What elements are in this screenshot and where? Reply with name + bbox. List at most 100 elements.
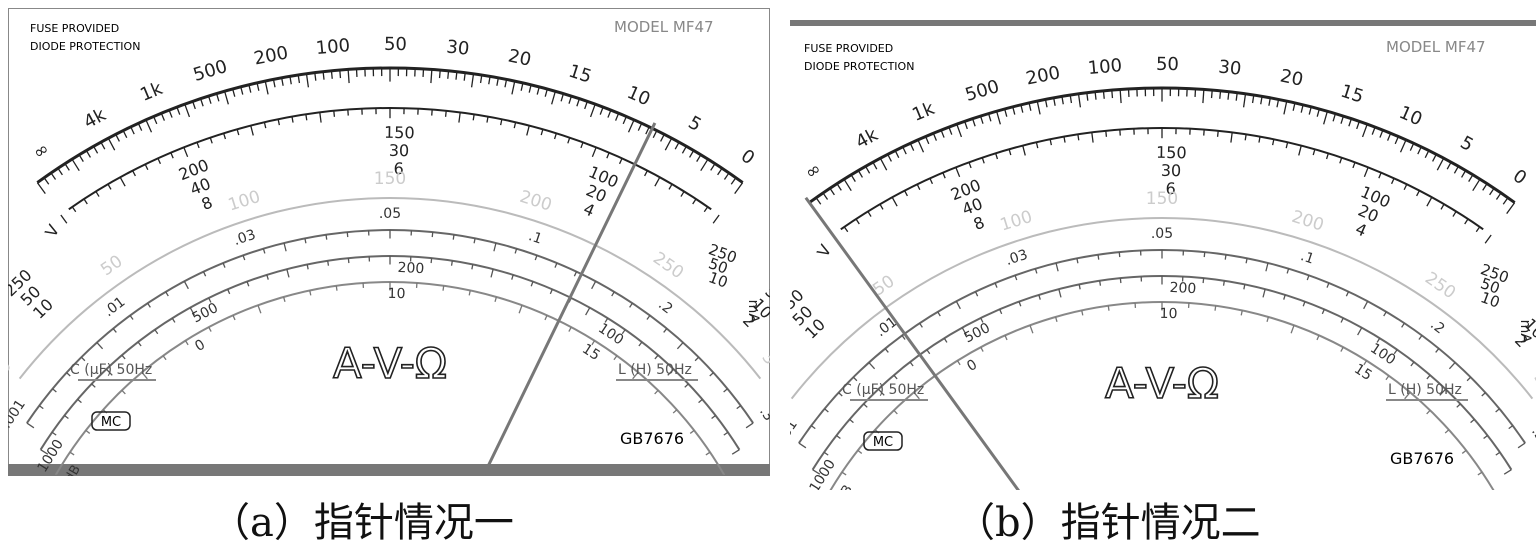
dc-scale-tick [1426,196,1433,207]
dc-scale-tick [458,112,461,123]
ind-scale-tick [1357,327,1363,336]
dc-scale-tick [1403,184,1408,191]
dc-scale-tick [333,110,336,117]
db-scale-tick [162,355,167,361]
dc-scale-tick [71,206,77,213]
ind-scale-tick [1283,294,1286,300]
cap-scale-tick [38,405,44,410]
cap-scale-tick [884,348,889,353]
ohm-scale-tick [100,141,106,150]
scale-end-label: 50 [1478,274,1502,297]
ohm-scale-tick [1453,165,1459,174]
db-scale-tick [705,451,711,456]
ind-scale-tick [1038,294,1041,300]
ind-scale-tick [530,281,534,287]
scale-ticks [26,68,754,480]
ind-scale-tick [246,281,250,287]
cap-scale-tick [1466,376,1472,382]
ohm-scale-tick [730,177,737,185]
hfe-scale-arc [18,197,762,380]
ohm-scale-tick [987,113,992,122]
db-scale-tick [468,290,471,296]
cap-scale-tick [745,422,754,429]
db-scale-tick [654,389,659,395]
dc-scale-tick [904,190,908,197]
ind-scale-tick [105,368,113,376]
ohm-scale-tick [576,98,581,107]
db-scale-tick [632,371,639,380]
ind-scale-tick [1470,418,1475,424]
ind-scale-tick [1483,434,1488,440]
ohm-scale-tick [479,74,483,84]
dc-scale-tick [1244,134,1247,141]
ohm-scale-tick [700,158,709,172]
db-scale-tick [568,326,572,332]
ind-scale-tick [64,414,69,420]
hfe-scale-label: 150 [374,169,406,189]
ind-scale-tick [327,260,330,266]
dc-scale-tick [1325,153,1329,160]
diode-text: DIODE PROTECTION [30,40,140,53]
db-scale-tick [544,315,548,321]
cap-scale-tick [1448,362,1456,370]
ind-scale-tick [471,264,474,270]
ind-scale-tick [604,317,609,323]
cap-scale-tick [202,271,207,277]
ind-scale-tick [711,414,716,420]
ohm-scale-tick [1340,115,1345,124]
ohm-scale-tick [1053,97,1056,106]
ind-scale-tick [698,398,703,404]
cap-scale-tick [1245,258,1248,264]
ind-label: L (H) 50Hz [618,362,692,378]
ind-scale-tick [306,264,309,270]
cap-scale-tick [165,291,169,297]
caption-a: （a）指针情况一 [210,500,514,546]
scale-ticks [798,88,1526,500]
dc-scale-tick [209,137,213,144]
cap-scale-tick [901,335,906,340]
dc-scale-tick [955,167,961,178]
dc-scale-tick [929,178,934,185]
dc-scale-tick [144,164,149,171]
dc-scale-tick [567,137,571,144]
dc-scale-tick [942,172,946,179]
ohm-scale-tick [696,154,702,162]
ohm-scale-tick [1276,99,1280,108]
cap-scale-tick [723,388,728,393]
ohm-scale-tick [544,88,548,97]
cap-scale-tick [66,372,71,377]
dc-scale-tick [540,129,544,136]
cap-scale-tick [937,311,941,317]
dc-scale-tick [1484,234,1492,244]
ohm-scale-tick [264,80,269,95]
ohm-scale-tick [36,182,46,194]
cap-label: C (μF) 50Hz [70,362,152,378]
ohm-scale-label: 30 [1217,57,1242,80]
dc-scale-tick [995,153,999,160]
ohm-scale-tick [1102,90,1105,99]
ohm-scale-tick [894,150,900,159]
db-scale-tick [1290,325,1295,334]
ind-scale-tick [91,383,96,388]
db-scale-tick [442,285,445,291]
center-text: A-V-Ω [1105,359,1219,408]
scale-end-label: 10 [1478,288,1502,311]
ohm-scale-tick [1502,197,1509,205]
ind-scale-tick [1456,403,1461,408]
ind-scale-tick [836,434,841,440]
ohm-scale-tick [1069,94,1073,104]
ohm-scale-tick [1292,102,1296,111]
dc-scale-tick [250,125,254,136]
ohm-scale-tick [78,154,84,162]
db-scale-tick [1081,310,1084,316]
ind-scale-tick [40,449,49,455]
db-scale-label: 10 [387,286,405,302]
dc-scale-tick [196,142,200,149]
cap-scale-tick [1418,335,1423,340]
ohm-scale-tick [199,98,204,107]
ind-scale-tick [1202,278,1205,284]
cap-scale-tick [919,322,923,328]
svg-text:MC: MC [101,415,121,430]
cap-scale-tick [810,425,816,430]
cap-scale-tick [974,291,979,297]
